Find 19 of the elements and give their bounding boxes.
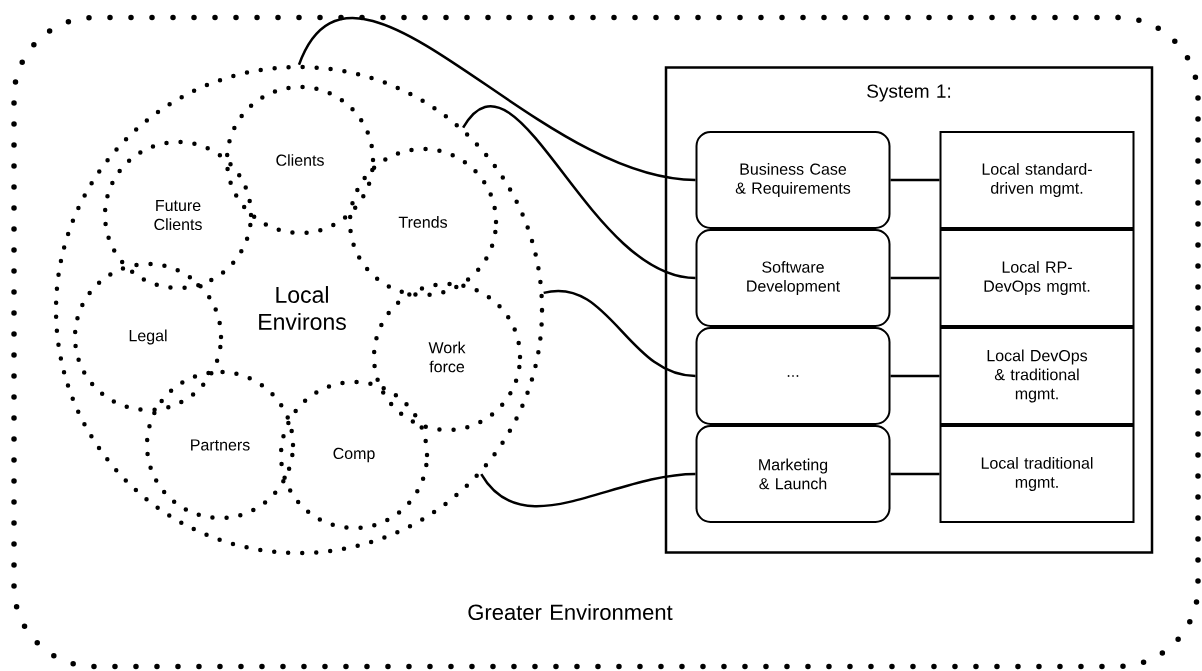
process-box: Business Case & Requirements: [695, 131, 891, 229]
circle-label: Local Environs: [259, 286, 346, 330]
heading: Greater Environment: [468, 603, 673, 621]
connector: [890, 472, 940, 476]
management-box: Local DevOps & traditional mgmt.: [939, 327, 1135, 425]
process-box: Marketing & Launch: [695, 425, 891, 523]
process-box: Software Development: [695, 229, 891, 327]
management-box: Local RP-DevOps mgmt.: [939, 229, 1135, 327]
box-title: System 1:: [867, 84, 950, 102]
connector: [543, 289, 696, 378]
connector: [890, 276, 940, 280]
connector: [890, 374, 940, 378]
management-box: Local standard-driven mgmt.: [939, 131, 1135, 229]
connector: [890, 178, 940, 182]
management-box: Local traditional mgmt.: [939, 425, 1135, 523]
connector: [462, 105, 696, 280]
connector: [297, 17, 696, 182]
connector: [480, 472, 696, 508]
process-box: ...: [695, 327, 891, 425]
